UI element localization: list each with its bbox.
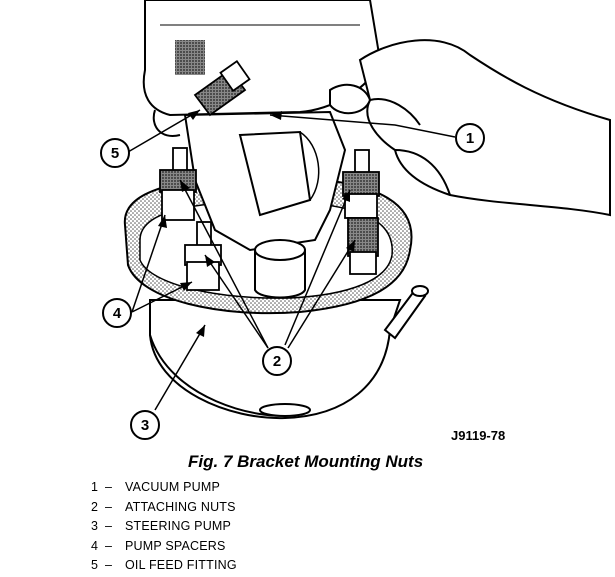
legend-label: PUMP SPACERS: [125, 538, 226, 553]
oil-feed-fitting: [193, 60, 251, 117]
legend-number: 5: [91, 558, 99, 573]
legend-label: VACUUM PUMP: [125, 480, 221, 494]
legend-separator: –: [105, 499, 113, 514]
legend-separator: –: [105, 480, 113, 494]
legend-item: 2–ATTACHING NUTS: [91, 498, 237, 518]
legend-list: 1–VACUUM PUMP 2–ATTACHING NUTS 3–STEERIN…: [91, 478, 237, 576]
legend-label: STEERING PUMP: [125, 519, 232, 534]
vacuum-pump: [142, 0, 382, 137]
attaching-nut-left: [159, 147, 197, 221]
legend-item: 4–PUMP SPACERS: [91, 537, 237, 557]
callout-1: 1: [455, 123, 485, 153]
legend-item: 3–STEERING PUMP: [91, 517, 237, 537]
legend-separator: –: [105, 519, 113, 534]
technical-illustration: 1 5 4 2 3: [100, 0, 611, 440]
callout-5-label: 5: [111, 145, 119, 162]
legend-number: 1: [91, 480, 99, 494]
legend-number: 3: [91, 519, 99, 534]
leader-lines: [127, 109, 456, 411]
legend-label: OIL FEED FITTING: [125, 558, 237, 573]
callout-4: 4: [102, 298, 132, 328]
callout-2-label: 2: [273, 353, 281, 370]
figure-caption: Fig. 7 Bracket Mounting Nuts: [188, 452, 424, 471]
figure-code: J9119-78: [451, 428, 506, 443]
legend-label: ATTACHING NUTS: [125, 499, 236, 514]
callout-2: 2: [262, 346, 292, 376]
mounting-bracket: [183, 110, 347, 252]
attaching-nut-right: [342, 149, 380, 275]
legend-separator: –: [105, 538, 113, 553]
callout-1-label: 1: [466, 130, 474, 147]
callout-3: 3: [130, 410, 160, 440]
legend-item: 5–OIL FEED FITTING: [91, 556, 237, 576]
callout-5: 5: [100, 138, 130, 168]
hand: [329, 39, 611, 217]
oil-feed-tube: [383, 285, 429, 340]
legend-separator: –: [105, 558, 113, 573]
legend-number: 2: [91, 499, 99, 514]
legend-item: 1–VACUUM PUMP: [91, 478, 237, 498]
pump-shaft: [254, 239, 306, 299]
callout-3-label: 3: [141, 417, 149, 434]
legend-number: 4: [91, 538, 99, 553]
callout-4-label: 4: [113, 305, 122, 322]
